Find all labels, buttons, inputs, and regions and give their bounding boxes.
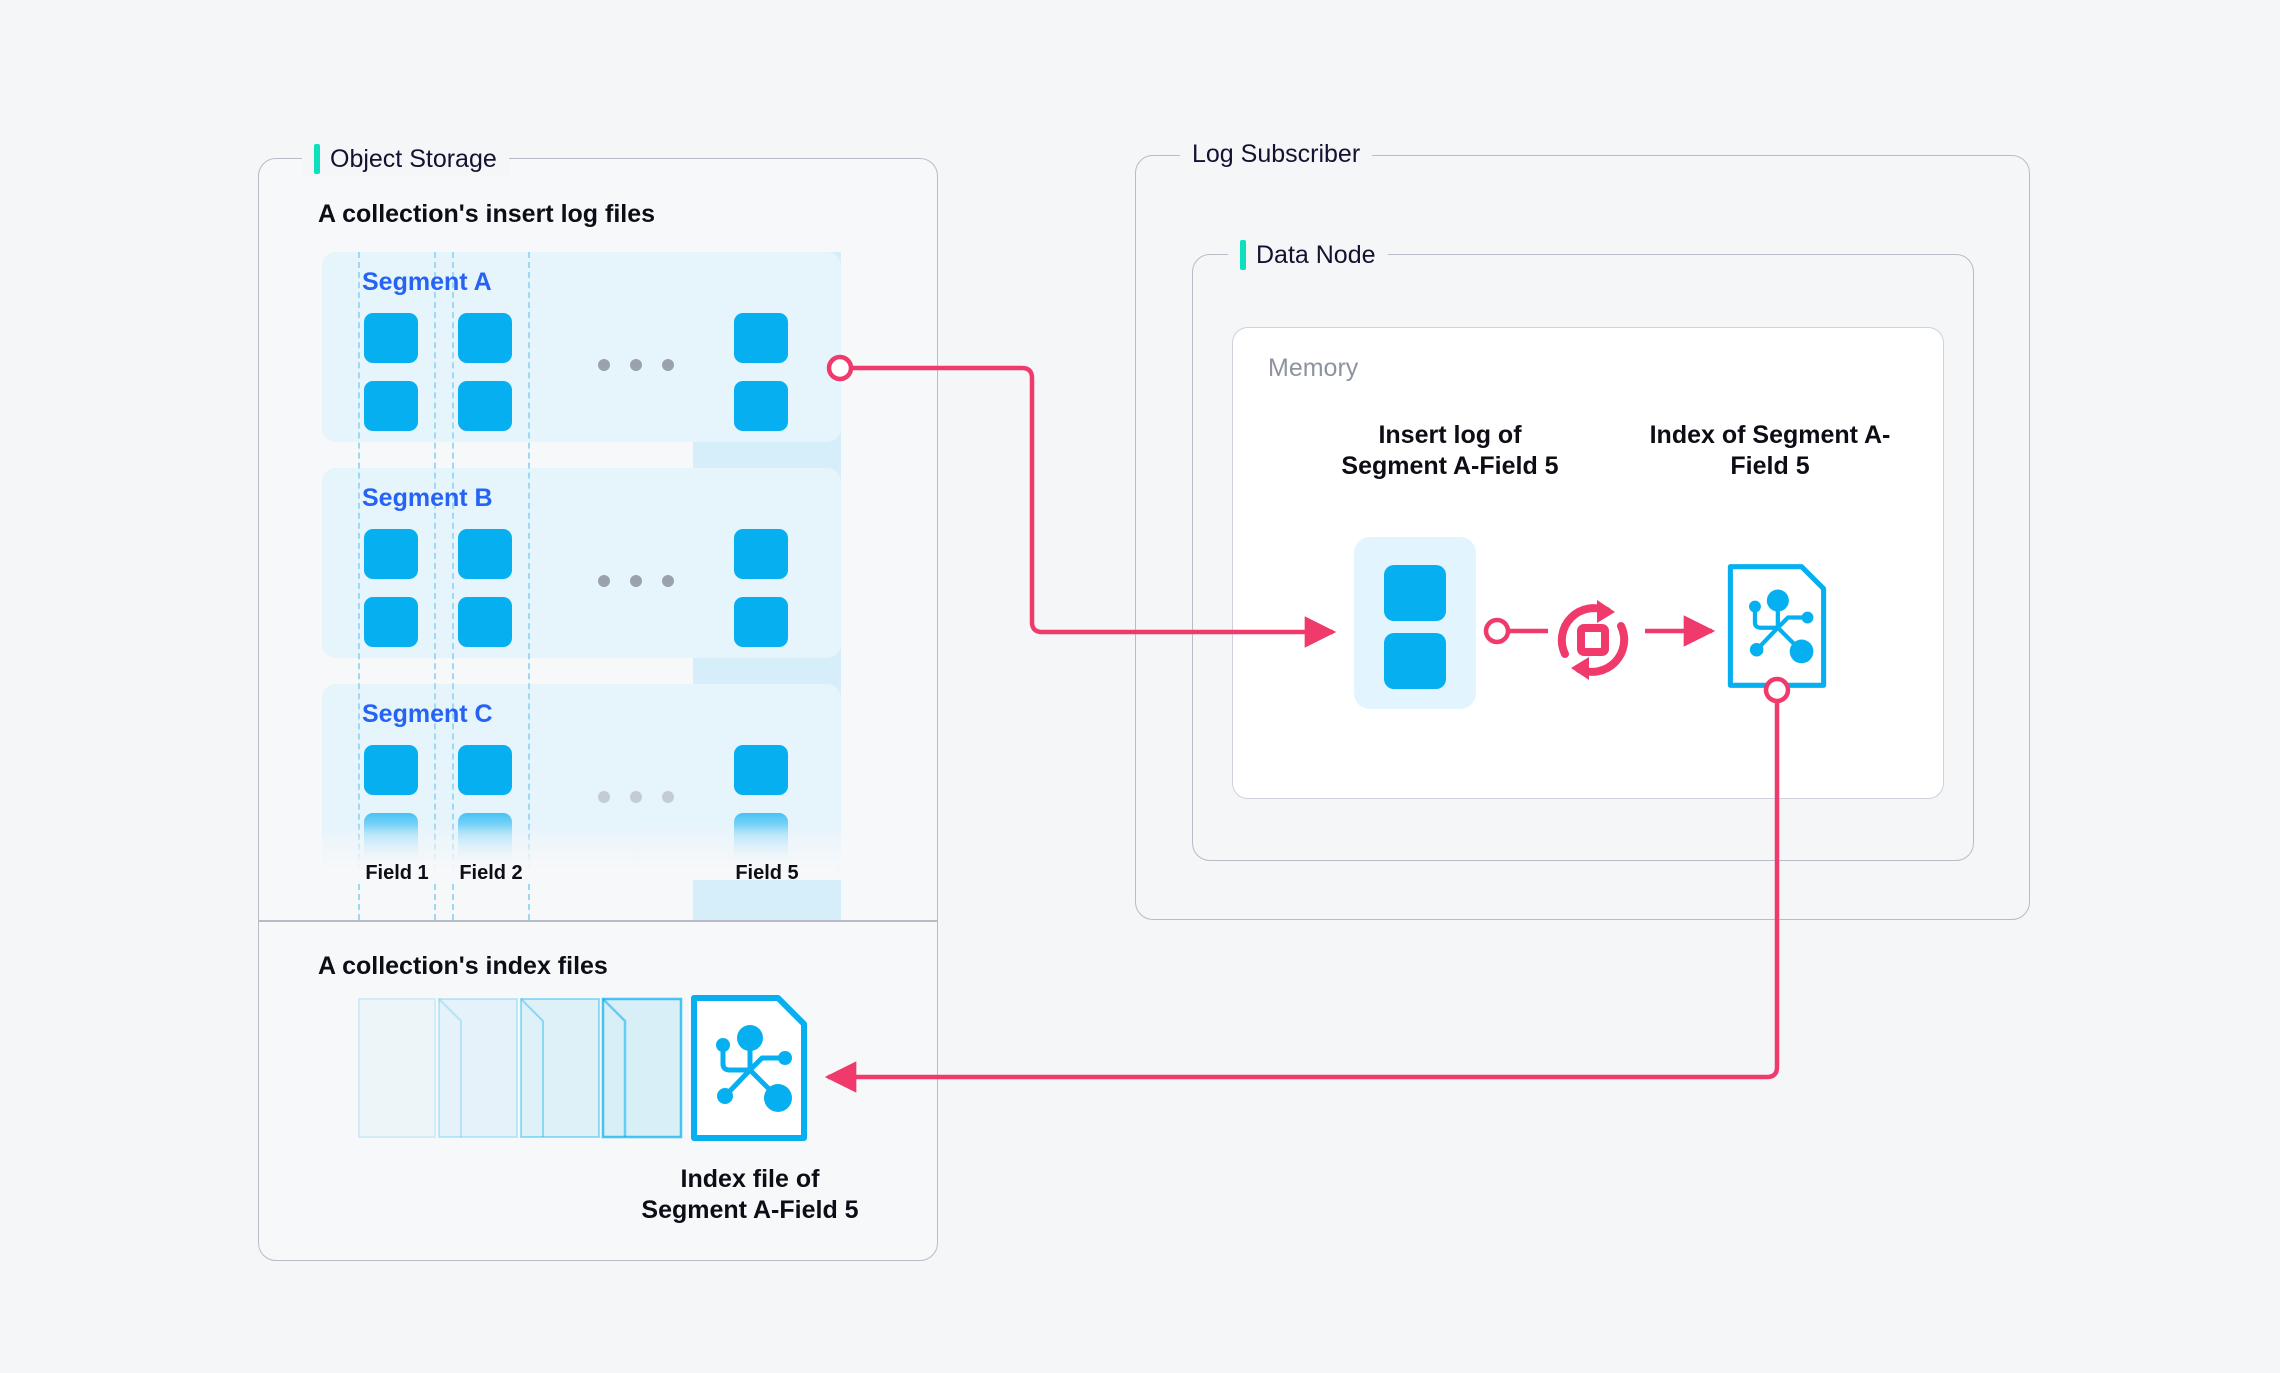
- segment-a-field2-cell-1: [458, 313, 512, 363]
- accent-bar-icon: [1240, 240, 1246, 270]
- segment-c-field2-cell-1: [458, 745, 512, 795]
- segment-b-label: Segment B: [362, 484, 493, 512]
- segment-a-field1-cell-1: [364, 313, 418, 363]
- index-stack-card-2: [438, 998, 518, 1138]
- insert-log-block-2: [1384, 633, 1446, 689]
- memory-label: Memory: [1268, 354, 1359, 382]
- accent-bar-icon: [314, 144, 320, 174]
- memory-box: [1232, 327, 1944, 799]
- segment-b-field2-cell-2: [458, 597, 512, 647]
- segment-a-field5-cell-1: [734, 313, 788, 363]
- object-storage-divider: [258, 920, 938, 922]
- data-node-title-label: Data Node: [1256, 240, 1376, 269]
- segment-b-ellipsis: [598, 575, 674, 587]
- segment-c-field1-cell-1: [364, 745, 418, 795]
- object-storage-index-file-caption: Index file of Segment A-Field 5: [560, 1164, 940, 1227]
- field-column-field-2: [452, 252, 530, 920]
- index-file-caption-line-2: Segment A-Field 5: [641, 1196, 859, 1225]
- segment-c-field5-cell-2: [734, 813, 788, 863]
- segment-a-ellipsis: [598, 359, 674, 371]
- segment-c-field1-cell-2: [364, 813, 418, 863]
- insert-log-caption-line-1: Insert log of: [1378, 421, 1522, 449]
- memory-insert-log-icon: [1354, 537, 1476, 709]
- segment-a-field5-cell-2: [734, 381, 788, 431]
- segment-c-ellipsis: [598, 791, 674, 803]
- segment-b-field2-cell-1: [458, 529, 512, 579]
- insert-log-block-1: [1384, 565, 1446, 621]
- segment-c-field2-cell-2: [458, 813, 512, 863]
- index-caption-line-1: Index of Segment A-: [1649, 421, 1891, 449]
- object-storage-index-file-icon: [691, 995, 807, 1141]
- data-node-title: Data Node: [1228, 238, 1388, 272]
- segment-b-field1-cell-2: [364, 597, 418, 647]
- object-storage-title-label: Object Storage: [330, 144, 497, 173]
- index-files-heading: A collection's index files: [318, 952, 608, 980]
- index-stack-card-1: [358, 998, 436, 1138]
- index-stack-card-4: [601, 997, 683, 1139]
- index-build-refresh-icon: [1557, 600, 1629, 680]
- segment-a-label: Segment A: [362, 268, 492, 296]
- index-stack-card-3: [520, 998, 600, 1138]
- segment-c-label: Segment C: [362, 700, 493, 728]
- memory-index-caption: Index of Segment A- Field 5: [1620, 420, 1920, 483]
- segment-b-field5-cell-1: [734, 529, 788, 579]
- field-label-field-5: Field 5: [735, 862, 799, 884]
- memory-index-file-icon: [1727, 564, 1827, 688]
- field-column-field-1: [358, 252, 436, 920]
- segment-a-field2-cell-2: [458, 381, 512, 431]
- memory-insert-log-caption: Insert log of Segment A-Field 5: [1285, 420, 1615, 483]
- log-subscriber-title: Log Subscriber: [1180, 137, 1373, 171]
- segment-b-field5-cell-2: [734, 597, 788, 647]
- insert-log-caption-line-2: Segment A-Field 5: [1341, 452, 1559, 481]
- field-label-field-1: Field 1: [365, 862, 429, 884]
- segment-a-field1-cell-2: [364, 381, 418, 431]
- index-file-caption-line-1: Index file of: [680, 1165, 820, 1193]
- index-caption-line-2: Field 5: [1730, 452, 1810, 481]
- object-storage-title: Object Storage: [302, 142, 509, 176]
- segment-c-field5-cell-1: [734, 745, 788, 795]
- insert-log-files-heading: A collection's insert log files: [318, 200, 656, 228]
- log-subscriber-title-label: Log Subscriber: [1192, 139, 1361, 168]
- segment-b-field1-cell-1: [364, 529, 418, 579]
- field-label-field-2: Field 2: [459, 862, 523, 884]
